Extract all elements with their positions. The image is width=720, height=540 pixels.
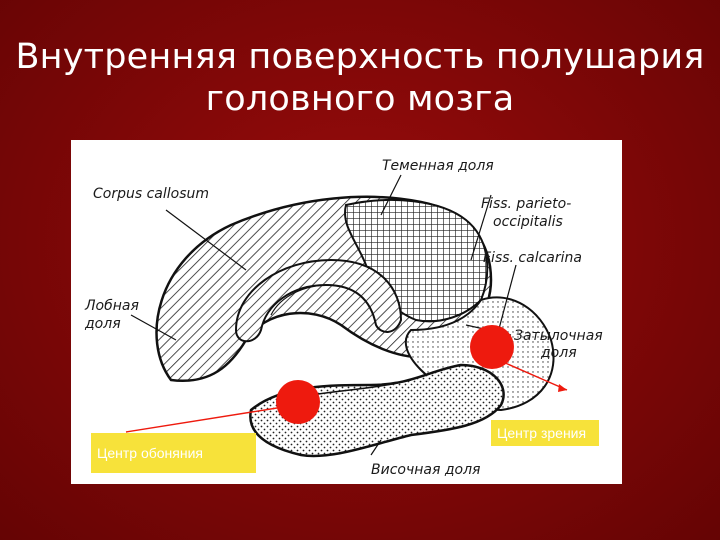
title-line-1: Внутренняя поверхность полушария [15,37,705,77]
vision-center-marker [470,325,514,369]
label-fiss-parieto-1: Fiss. parieto- [481,196,572,212]
vision-center-callout: Центр зрения [491,420,599,446]
label-occipital-lobe-1: Затылочная [514,328,603,344]
label-occipital-lobe-2: доля [541,345,577,361]
label-parietal-lobe: Теменная доля [382,158,494,174]
title-line-2: головного мозга [205,79,515,119]
slide-title: Внутренняя поверхность полушария головно… [0,36,720,120]
label-temporal-lobe: Височная доля [371,462,481,478]
label-frontal-lobe-2: доля [85,316,121,332]
label-fiss-parieto-2: occipitalis [493,214,563,230]
label-fiss-calcarina: Fiss. calcarina [483,250,582,266]
corpus-callosum-shape [234,258,403,343]
brain-diagram: Corpus callosum Теменная доля Fiss. pari… [71,140,622,484]
label-corpus-callosum: Corpus callosum [93,186,210,202]
smell-center-callout: Центр обоняния [91,433,256,473]
label-frontal-lobe-1: Лобная [85,298,139,314]
smell-center-marker [276,380,320,424]
brain-drawing [125,174,568,458]
